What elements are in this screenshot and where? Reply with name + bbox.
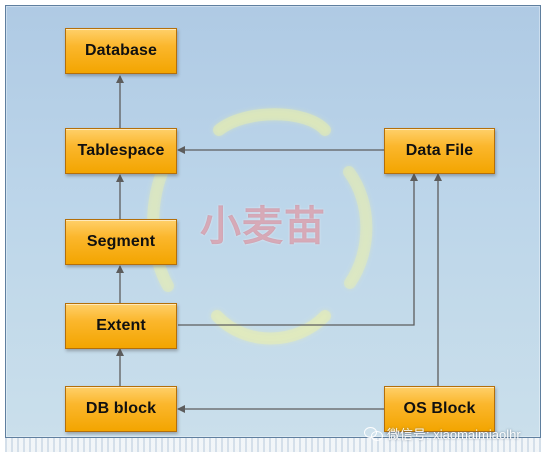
wechat-icon [364,424,383,442]
wechat-credit: 微信号: xiaomaimiaolhr [364,422,538,444]
os-block-node: OS Block [384,386,495,432]
db-block-node: DB block [65,386,177,432]
database-node-label: Database [85,42,157,59]
tablespace-node: Tablespace [65,128,177,174]
database-node: Database [65,28,177,74]
wechat-credit-text: 微信号: xiaomaimiaolhr [387,426,521,442]
data-file-node: Data File [384,128,495,174]
tablespace-node-label: Tablespace [77,142,165,159]
bottom-decorative-strip [5,438,541,452]
db-block-node-label: DB block [85,400,157,417]
extent-node-label: Extent [96,317,146,334]
extent-node: Extent [65,303,177,349]
segment-node-label: Segment [86,233,156,250]
data-file-node-label: Data File [405,142,474,159]
os-block-node-label: OS Block [403,400,476,417]
segment-node: Segment [65,219,177,265]
watermark-text: 小麦苗 [200,202,326,250]
